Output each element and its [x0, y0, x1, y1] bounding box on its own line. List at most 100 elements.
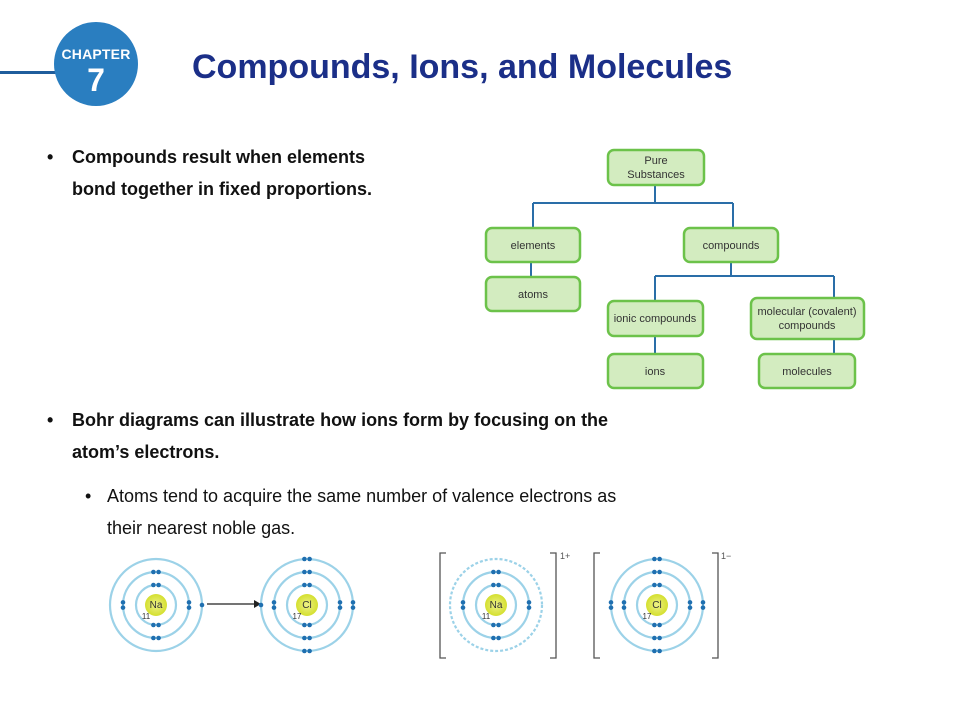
bullet-bohr: • Bohr diagrams can illustrate how ions … — [47, 404, 609, 468]
electron — [307, 556, 312, 562]
electron — [302, 622, 307, 628]
electron — [652, 569, 657, 575]
sub-bullet-dot: • — [85, 486, 92, 506]
atomic-number: 17 — [293, 612, 302, 621]
node-ionic-compounds: ionic compounds — [606, 299, 705, 338]
node-ions-label: ions — [645, 366, 666, 378]
electron-shell — [622, 570, 692, 640]
electron — [657, 569, 662, 575]
node-root: Pure Substances — [606, 148, 706, 187]
electron — [186, 605, 192, 610]
ion-brackets — [439, 552, 719, 659]
node-elements-label: elements — [511, 240, 556, 252]
electron — [496, 569, 501, 575]
nucleus — [646, 594, 668, 616]
electron — [657, 622, 662, 628]
header-rule — [0, 71, 70, 74]
electron — [350, 605, 356, 610]
node-compounds-label: compounds — [703, 240, 760, 252]
electron — [496, 635, 501, 641]
atomic-number: 11 — [482, 612, 491, 621]
electron-shell — [272, 570, 342, 640]
electron — [302, 582, 307, 588]
bullet-dot: • — [47, 410, 54, 430]
bullet-text-line: atom’s electrons. — [72, 442, 220, 462]
electron — [151, 622, 156, 628]
electron — [337, 600, 343, 605]
electron-shell — [134, 583, 178, 627]
node-molecular-compounds: molecular (covalent) compounds — [749, 296, 866, 341]
electron — [652, 556, 657, 562]
electron — [271, 605, 277, 610]
electron — [652, 648, 657, 654]
node-molecular-line1: molecular (covalent) — [757, 306, 856, 318]
nucleus — [145, 594, 167, 616]
electron — [156, 635, 161, 641]
electron — [687, 600, 693, 605]
electron — [307, 622, 312, 628]
na-ion-charge: 1+ — [560, 551, 570, 561]
electron — [491, 635, 496, 641]
electron — [302, 648, 307, 654]
electron — [652, 635, 657, 641]
bullet-text-line: bond together in fixed proportions. — [72, 179, 372, 199]
bullet-dot: • — [47, 147, 54, 167]
atomic-number: 11 — [142, 612, 151, 621]
node-root-line1: Pure — [644, 155, 667, 167]
electron-shell — [474, 583, 518, 627]
electron-shell — [448, 557, 544, 653]
electron — [302, 635, 307, 641]
concept-map: Pure Substances elements atoms compounds… — [484, 148, 866, 390]
electron — [307, 569, 312, 575]
electron — [657, 635, 662, 641]
node-compounds: compounds — [682, 226, 780, 264]
nucleus — [485, 594, 507, 616]
electron — [156, 622, 161, 628]
electron — [199, 602, 205, 608]
electron — [496, 622, 501, 628]
electron — [608, 600, 614, 605]
electron — [307, 582, 312, 588]
electron — [526, 605, 532, 610]
electron — [120, 605, 126, 610]
element-symbol: Na — [150, 600, 163, 611]
electron-shell — [121, 570, 191, 640]
sub-bullet-text-line: Atoms tend to acquire the same number of… — [107, 486, 617, 506]
bullet-text-line: Bohr diagrams can illustrate how ions fo… — [72, 410, 609, 430]
sub-bullet-valence: • Atoms tend to acquire the same number … — [85, 480, 617, 544]
node-molecules: molecules — [757, 352, 857, 390]
electron — [151, 635, 156, 641]
slide-title: Compounds, Ions, and Molecules — [192, 48, 733, 86]
electron — [460, 605, 466, 610]
electron — [491, 622, 496, 628]
electron — [657, 582, 662, 588]
electron — [657, 648, 662, 654]
bullet-compounds: • Compounds result when elements bond to… — [47, 141, 372, 205]
node-ions: ions — [606, 352, 705, 390]
electron — [608, 605, 614, 610]
electron — [186, 600, 192, 605]
electron — [271, 600, 277, 605]
electron — [307, 648, 312, 654]
cl-ion-charge: 1− — [721, 551, 731, 561]
node-molecular-line2: compounds — [779, 320, 836, 332]
electron — [621, 605, 627, 610]
electron — [491, 569, 496, 575]
electron — [337, 605, 343, 610]
chapter-label: CHAPTER — [61, 46, 131, 62]
electron — [151, 582, 156, 588]
chapter-badge: CHAPTER 7 — [54, 22, 138, 106]
element-symbol: Cl — [302, 600, 311, 611]
electron — [156, 582, 161, 588]
node-elements: elements — [484, 226, 582, 264]
electron — [700, 600, 706, 605]
electron — [302, 556, 307, 562]
electron — [652, 582, 657, 588]
electron — [657, 556, 662, 562]
element-symbol: Na — [490, 600, 503, 611]
